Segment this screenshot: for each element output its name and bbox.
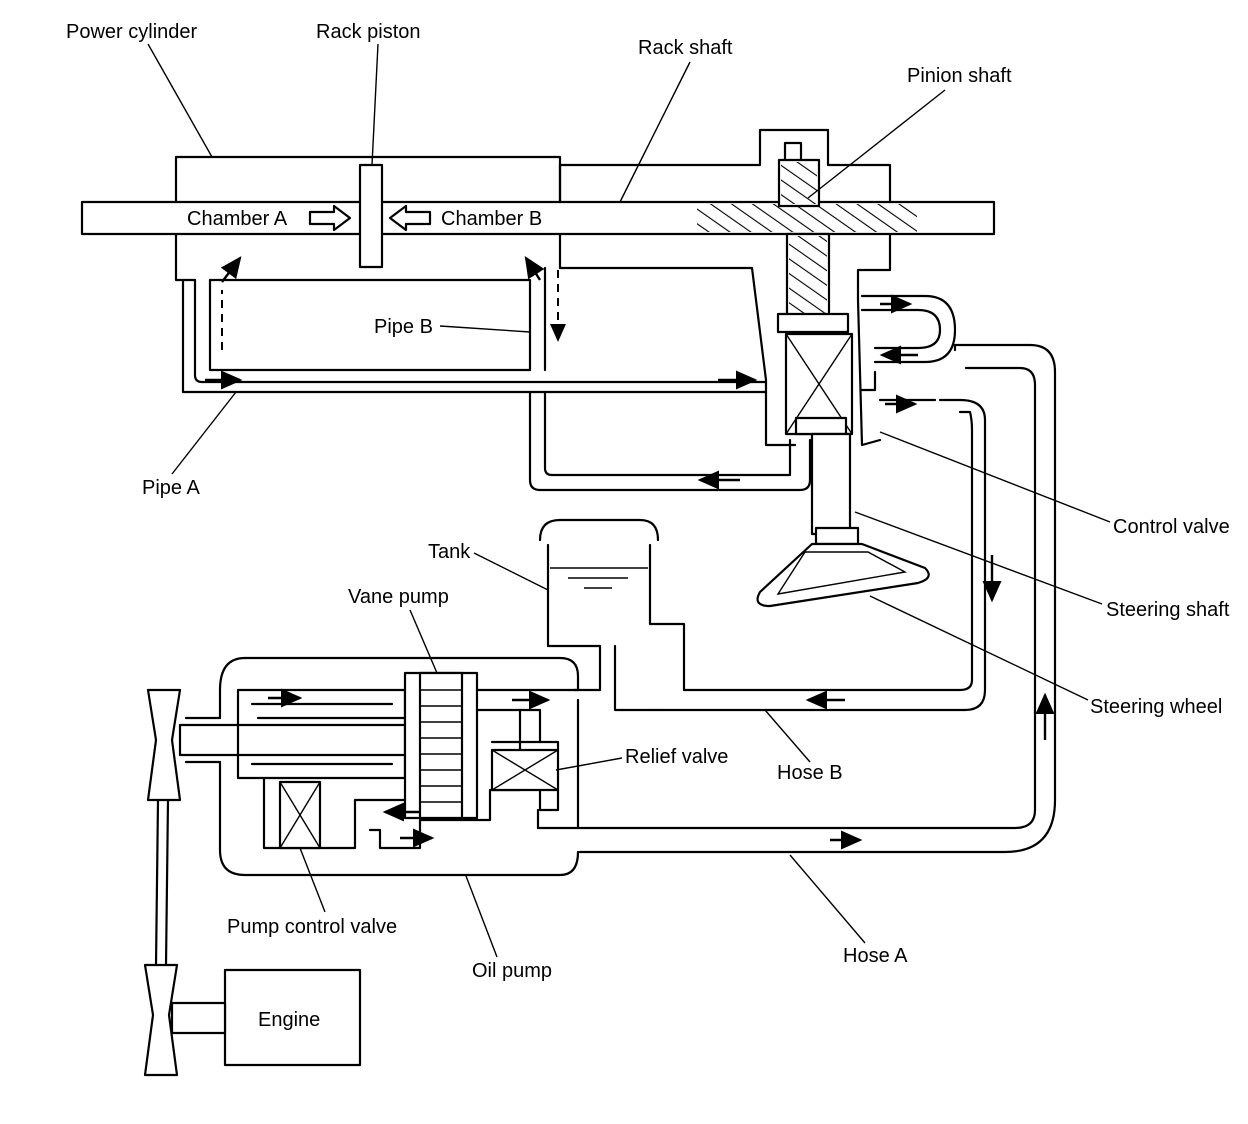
label-pipe-b: Pipe B <box>374 316 433 338</box>
label-tank: Tank <box>428 541 471 563</box>
label-power-cylinder: Power cylinder <box>66 21 198 43</box>
drive-belt <box>143 688 182 1077</box>
relief-valve-body <box>490 740 560 812</box>
label-vane-pump: Vane pump <box>348 586 449 608</box>
label-chamber-a: Chamber A <box>187 208 288 230</box>
pinion-shaft <box>777 141 831 320</box>
label-pump-control-valve: Pump control valve <box>227 916 397 938</box>
label-hose-a: Hose A <box>843 945 908 967</box>
return-loop <box>528 390 812 492</box>
control-valve-body <box>776 312 854 436</box>
label-engine: Engine <box>258 1009 320 1031</box>
leader-lines <box>147 43 1111 958</box>
label-chamber-b: Chamber B <box>441 208 542 230</box>
label-hose-b: Hose B <box>777 762 843 784</box>
label-rack-piston: Rack piston <box>316 21 421 43</box>
steering-gear-housing <box>558 128 892 447</box>
flow-arrows <box>205 204 1055 850</box>
vane-pump <box>403 671 479 820</box>
rack-shaft <box>80 200 996 236</box>
pipe-b <box>528 266 547 372</box>
hose-b-line <box>613 644 658 712</box>
engine <box>170 968 362 1067</box>
label-relief-valve: Relief valve <box>625 746 728 768</box>
labels: Power cylinder Rack piston Rack shaft Pi… <box>66 21 1230 1031</box>
label-steering-wheel: Steering wheel <box>1090 696 1222 718</box>
steering-shaft <box>810 432 860 546</box>
pump-control-valve-body <box>278 780 322 850</box>
steering-wheel <box>756 542 930 608</box>
label-pinion-shaft: Pinion shaft <box>907 65 1012 87</box>
oil-pump <box>178 656 580 877</box>
rack-piston <box>358 163 384 269</box>
label-control-valve: Control valve <box>1113 516 1230 538</box>
tank <box>538 518 686 692</box>
label-oil-pump: Oil pump <box>472 960 552 982</box>
label-pipe-a: Pipe A <box>142 477 200 499</box>
label-rack-shaft: Rack shaft <box>638 37 733 59</box>
pipe-a <box>181 278 768 394</box>
label-steering-shaft: Steering shaft <box>1106 599 1230 621</box>
